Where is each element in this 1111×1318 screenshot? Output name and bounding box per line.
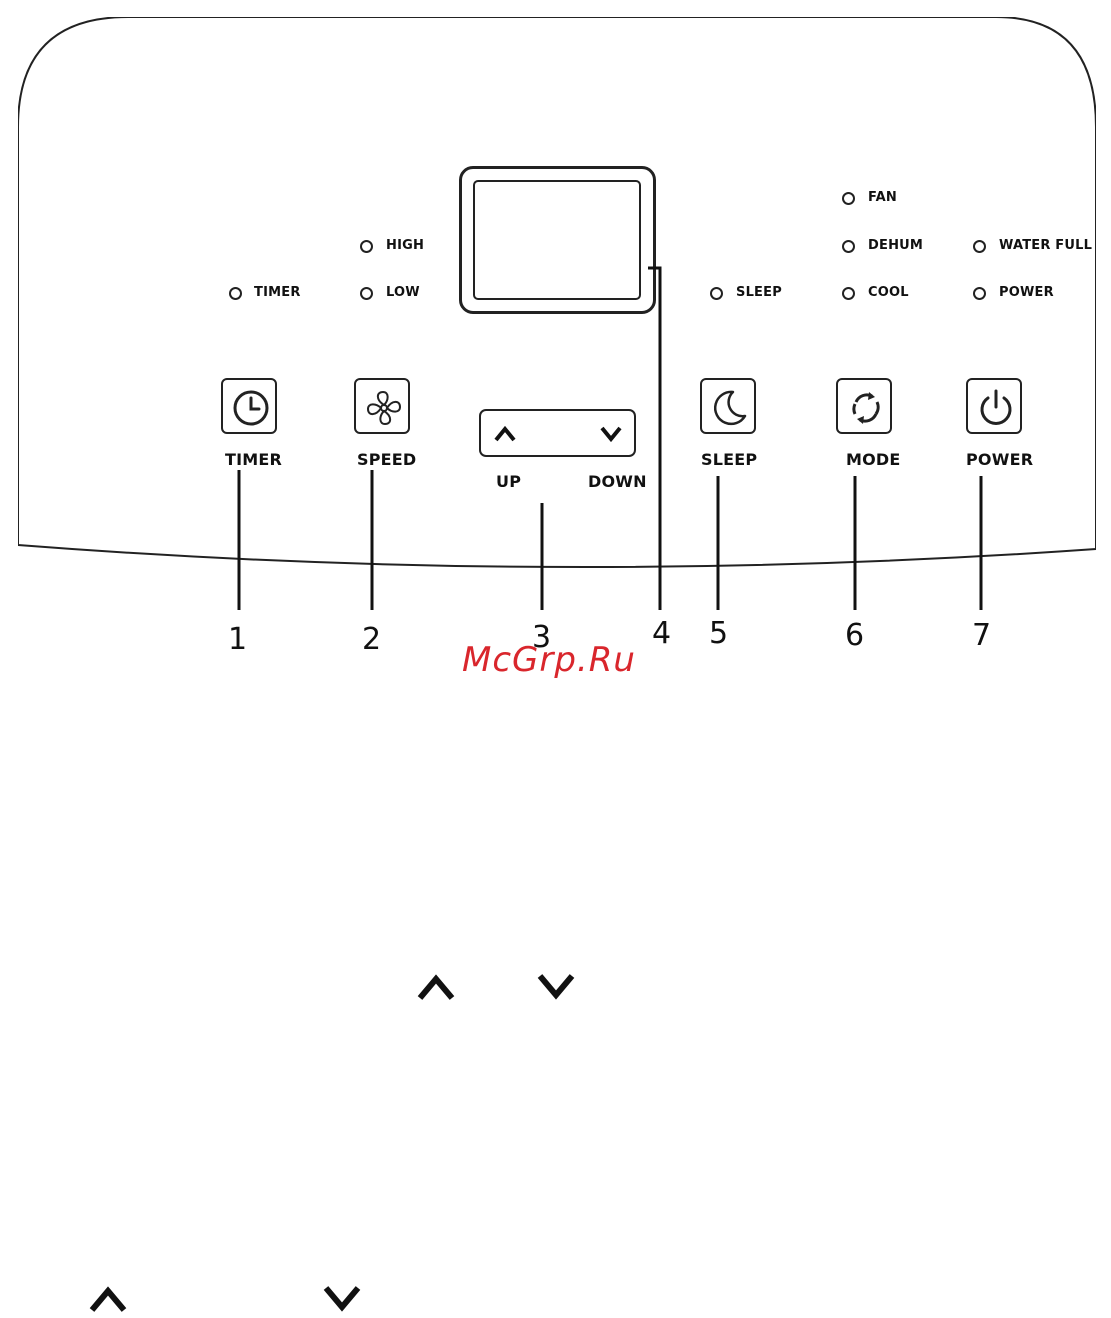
callout-number-4: 4 <box>652 616 671 651</box>
callout-number-1: 1 <box>228 622 247 657</box>
callout-number-2: 2 <box>362 622 381 657</box>
watermark-text: McGrp.Ru <box>462 640 636 680</box>
chevron-down-icon <box>534 970 578 1004</box>
chevron-up-icon <box>414 970 458 1004</box>
callout-line-4 <box>648 268 660 610</box>
callout-number-7: 7 <box>972 618 991 653</box>
callout-number-6: 6 <box>845 618 864 653</box>
callout-leader-lines <box>0 0 1111 700</box>
chevron-down-icon <box>320 1282 364 1316</box>
chevron-up-icon <box>86 1282 130 1316</box>
callout-number-5: 5 <box>709 616 728 651</box>
